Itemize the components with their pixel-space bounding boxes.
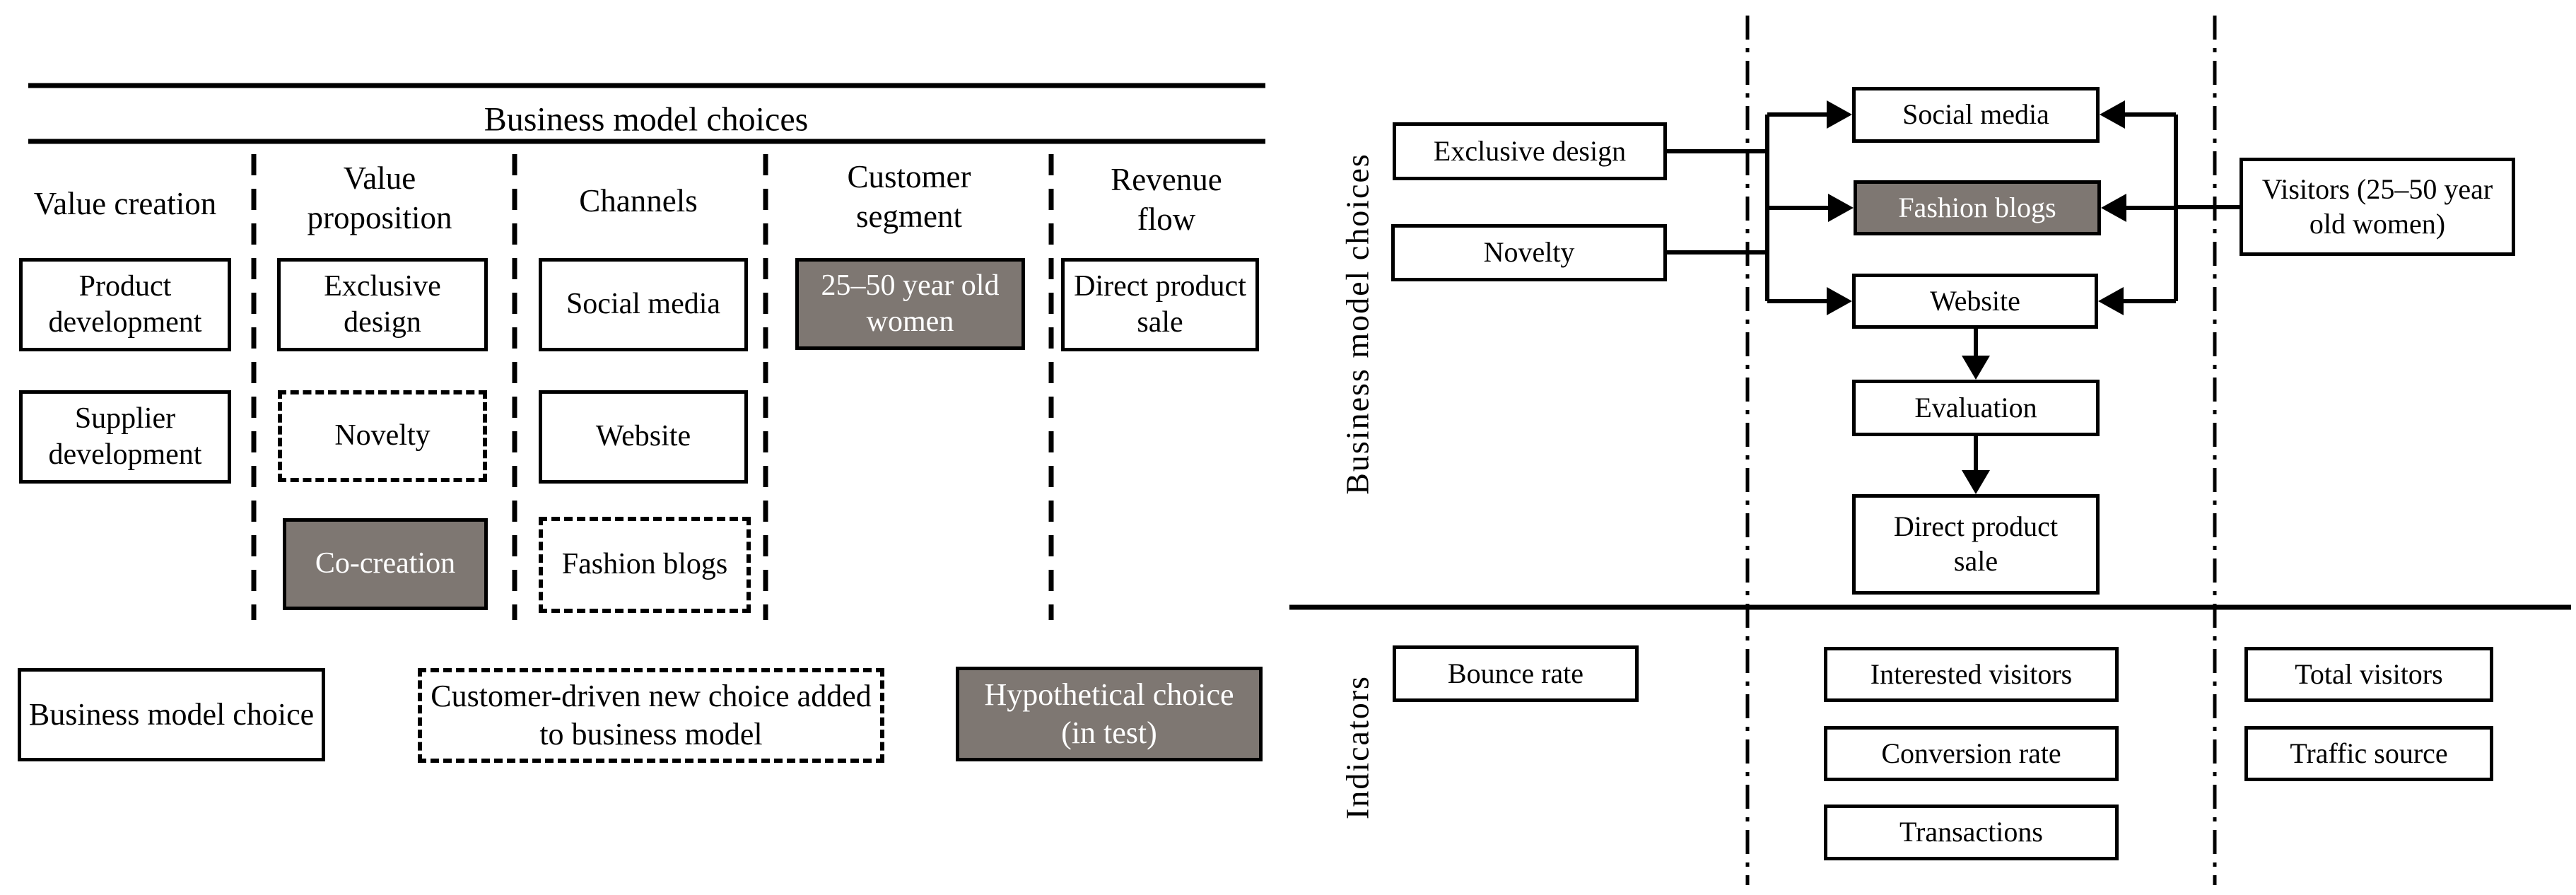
box-social-media-left: Social media bbox=[539, 258, 748, 351]
box-website-flow: Website bbox=[1852, 274, 2098, 329]
box-total-visitors: Total visitors bbox=[2244, 647, 2493, 702]
arrowhead-into-fashion-blogs bbox=[1828, 194, 1854, 222]
arrowhead-into-evaluation bbox=[1962, 356, 1990, 380]
box-supplier-development: Supplier development bbox=[19, 390, 231, 484]
arrowhead-into-fashion-blogs-right bbox=[2101, 194, 2126, 222]
arrowhead-into-direct-product-sale bbox=[1962, 470, 1990, 494]
box-novelty-flow: Novelty bbox=[1391, 224, 1667, 281]
box-customer-segment: 25–50 year old women bbox=[795, 258, 1025, 350]
legend-business-model-choice: Business model choice bbox=[18, 668, 325, 761]
arrowhead-into-website bbox=[1827, 287, 1852, 315]
box-evaluation: Evaluation bbox=[1852, 380, 2100, 436]
box-transactions: Transactions bbox=[1824, 805, 2119, 860]
box-direct-product-sale-left: Direct product sale bbox=[1061, 258, 1259, 351]
legend-hypothetical-choice: Hypothetical choice (in test) bbox=[956, 667, 1263, 761]
arrowhead-into-website-right bbox=[2098, 287, 2124, 315]
column-header-revenue-flow: Revenue flow bbox=[1111, 162, 1222, 238]
box-exclusive-design-flow: Exclusive design bbox=[1393, 122, 1667, 180]
section-label-indicators: Indicators bbox=[1339, 675, 1376, 819]
box-fashion-blogs-left: Fashion blogs bbox=[539, 517, 751, 613]
box-website-left: Website bbox=[539, 390, 748, 484]
box-direct-product-sale-flow: Direct product sale bbox=[1852, 494, 2100, 595]
column-header-customer-segment: Customer segment bbox=[847, 159, 971, 235]
arrowhead-into-social-media bbox=[1827, 100, 1852, 129]
column-header-value-creation: Value creation bbox=[33, 186, 217, 221]
box-co-creation: Co-creation bbox=[283, 518, 488, 610]
box-product-development: Product development bbox=[19, 258, 231, 351]
box-social-media-flow: Social media bbox=[1852, 87, 2100, 143]
column-header-channels: Channels bbox=[579, 183, 698, 218]
box-interested-visitors: Interested visitors bbox=[1824, 647, 2119, 702]
box-fashion-blogs-flow: Fashion blogs bbox=[1854, 180, 2101, 235]
legend-customer-driven-choice: Customer-driven new choice added to busi… bbox=[418, 668, 884, 763]
box-bounce-rate: Bounce rate bbox=[1393, 645, 1639, 702]
left-table-title: Business model choices bbox=[484, 100, 809, 139]
box-traffic-source: Traffic source bbox=[2244, 726, 2493, 781]
arrowhead-into-social-media-right bbox=[2100, 100, 2125, 129]
box-exclusive-design: Exclusive design bbox=[277, 258, 488, 351]
box-visitors: Visitors (25–50 year old women) bbox=[2240, 158, 2515, 256]
column-header-value-proposition: Value proposition bbox=[307, 160, 452, 236]
section-label-business-model-choices: Business model choices bbox=[1339, 153, 1376, 495]
box-novelty: Novelty bbox=[278, 390, 487, 482]
box-conversion-rate: Conversion rate bbox=[1824, 726, 2119, 781]
